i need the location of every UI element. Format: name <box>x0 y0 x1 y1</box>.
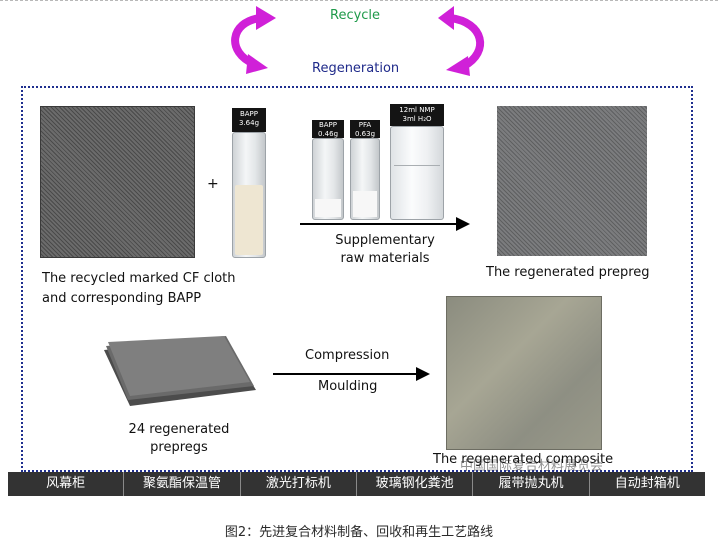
plus-sign: + <box>207 176 219 192</box>
pfa-vial: PFA 0.63g <box>350 120 380 220</box>
recycled-cf-cloth-image <box>40 106 195 258</box>
bapp-small-vial: BAPP 0.46g <box>312 120 344 220</box>
moulding-label: Moulding <box>318 379 378 394</box>
watermark-text: 中国国际复合材料展览会 <box>460 459 604 474</box>
bar-link-3[interactable]: 激光打标机 <box>239 472 356 496</box>
bapp-vial: BAPP 3.64g <box>232 108 266 258</box>
recycle-label: Recycle <box>330 8 381 23</box>
bapp-small-label-2: 0.46g <box>317 130 339 138</box>
bar-link-2[interactable]: 聚氨酯保温管 <box>123 472 239 496</box>
arrow-head-icon <box>456 217 470 231</box>
top-dashed-line <box>0 0 718 2</box>
cf-cloth-line-1: The recycled marked CF cloth <box>42 271 236 286</box>
supplementary-line-1: Supplementary <box>335 233 435 248</box>
bar-link-1[interactable]: 风幕柜 <box>46 476 86 491</box>
compression-arrow-line <box>273 373 419 375</box>
bar-link-4[interactable]: 玻璃钢化粪池 <box>355 472 472 496</box>
figure-caption: 图2：先进复合材料制备、回收和再生工艺路线 <box>224 525 494 540</box>
process-frame <box>21 86 693 472</box>
supplementary-label: Supplementary raw materials <box>335 232 435 268</box>
prepregs-line-2: prepregs <box>150 440 208 455</box>
regenerated-composite-caption: The regenerated composite <box>433 452 614 467</box>
bapp-vial-label-2: 3.64g <box>238 119 260 127</box>
regenerated-composite-image <box>446 296 602 450</box>
nmp-water-vial: 12ml NMP 3ml H₂O <box>390 104 444 220</box>
compression-arrow-head-icon <box>416 367 430 381</box>
recycle-arrow-right-icon <box>438 6 485 76</box>
supplementary-line-2: raw materials <box>340 251 430 266</box>
bar-link-6[interactable]: 自动封箱机 <box>588 472 705 496</box>
cf-cloth-caption: The recycled marked CF cloth and corresp… <box>42 269 236 309</box>
nmp-label-2: 3ml H₂O <box>402 115 432 123</box>
pfa-label-1: PFA <box>358 121 372 129</box>
nmp-label-1: 12ml NMP <box>399 106 435 114</box>
prepregs-line-1: 24 regenerated <box>128 422 230 437</box>
bar-link-5[interactable]: 履带抛丸机 <box>472 472 588 496</box>
regenerated-prepreg-image <box>497 106 647 256</box>
bapp-small-label-1: BAPP <box>318 121 338 129</box>
compression-label: Compression <box>305 348 390 363</box>
keyword-bar: 风幕柜 聚氨酯保温管 激光打标机 玻璃钢化粪池 履带抛丸机 自动封箱机 <box>8 472 705 496</box>
regenerated-prepreg-caption: The regenerated prepreg <box>486 265 650 280</box>
prepregs-24-caption: 24 regenerated prepregs <box>123 421 235 457</box>
bapp-vial-label-1: BAPP <box>239 110 259 118</box>
pfa-label-2: 0.63g <box>354 130 376 138</box>
stacked-prepregs-image <box>104 336 256 406</box>
cf-cloth-line-2: and corresponding BAPP <box>42 291 202 306</box>
supplementary-arrow-line <box>300 223 460 225</box>
regeneration-label: Regeneration <box>312 61 400 76</box>
recycle-arrow-left-icon <box>231 6 276 74</box>
